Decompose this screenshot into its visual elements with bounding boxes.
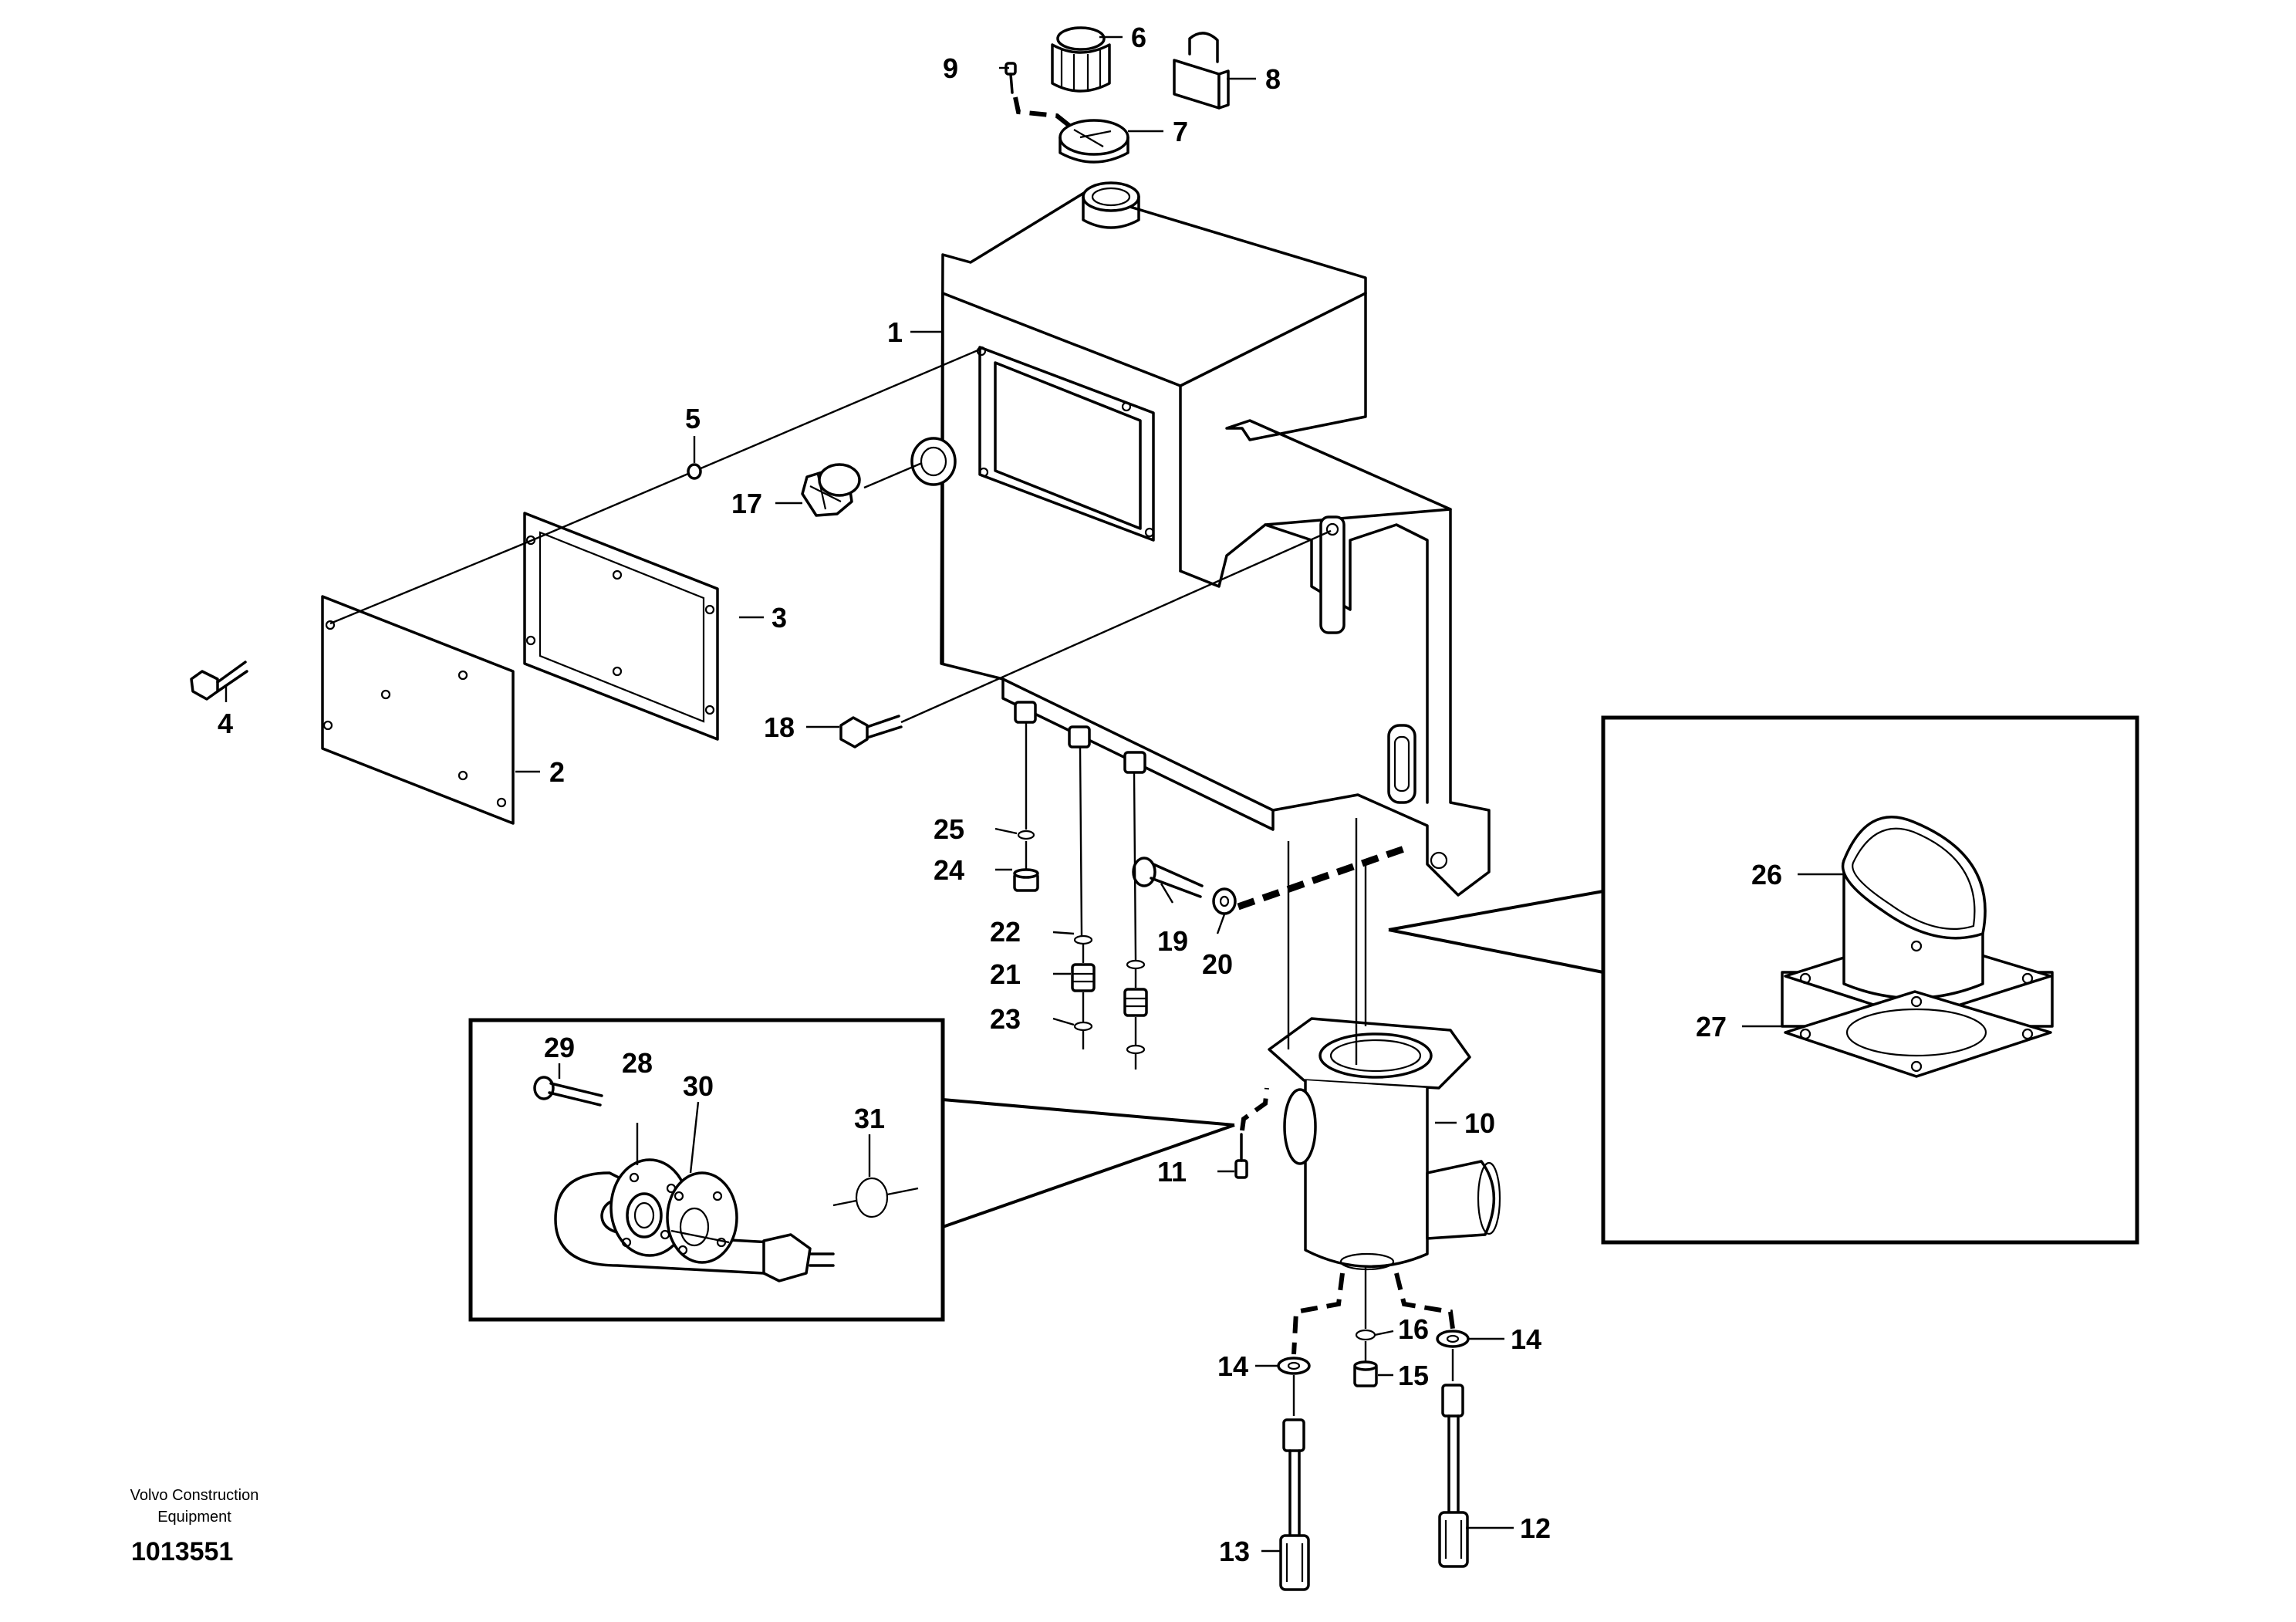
tank-body [910, 181, 1491, 897]
o-ring-22 [1073, 934, 1093, 945]
bolt-4 [190, 661, 248, 701]
footer-company-line1: Volvo Construction [130, 1487, 259, 1504]
housing-10 [1268, 1017, 1501, 1271]
callout-7: 7 [1173, 116, 1188, 147]
callout-leaders [225, 35, 1844, 1553]
callout-4: 4 [218, 708, 233, 739]
callout-27: 27 [1696, 1011, 1727, 1042]
callout-1: 1 [887, 316, 903, 348]
plug-17 [801, 463, 861, 517]
plug-15 [1353, 1360, 1378, 1387]
callout-24: 24 [934, 854, 964, 886]
callout-25: 25 [934, 813, 964, 845]
callout-13: 13 [1219, 1536, 1250, 1567]
filler-cap [1051, 26, 1111, 93]
o-ring-23 [1073, 1021, 1093, 1032]
sensor-12 [1438, 1349, 1469, 1568]
bolt-19 [1132, 857, 1204, 898]
callout-numbers: 1 2 3 4 5 6 7 8 9 10 11 12 13 14 14 15 1… [218, 22, 1782, 1567]
callout-15: 15 [1398, 1360, 1429, 1391]
callout-22: 22 [990, 916, 1021, 948]
screw-11 [1234, 1133, 1248, 1179]
callout-10: 10 [1464, 1107, 1495, 1139]
seal-16 [1355, 1329, 1376, 1341]
callout-9: 9 [943, 52, 958, 84]
callout-5: 5 [685, 403, 701, 434]
callout-11: 11 [1157, 1156, 1187, 1188]
callout-17: 17 [731, 488, 762, 519]
o-ring-31 [855, 1177, 889, 1218]
plug-24 [1013, 868, 1039, 892]
callout-8: 8 [1265, 63, 1281, 95]
sensor-13 [1279, 1375, 1310, 1591]
callout-19: 19 [1157, 925, 1188, 957]
bolt-18 [839, 715, 903, 748]
callout-6: 6 [1131, 22, 1146, 53]
detail-frame-left [468, 1018, 945, 1322]
washer [687, 463, 702, 480]
padlock [1173, 32, 1230, 110]
callout-21: 21 [990, 958, 1021, 990]
callout-30: 30 [683, 1070, 714, 1102]
bolt-29 [533, 1076, 603, 1107]
callout-2: 2 [549, 756, 565, 788]
o-ring-25 [1017, 830, 1035, 840]
callout-12: 12 [1520, 1512, 1551, 1544]
washer-20 [1212, 887, 1237, 915]
callout-29: 29 [544, 1032, 575, 1063]
callout-26: 26 [1751, 859, 1782, 890]
callout-28: 28 [622, 1047, 653, 1079]
footer: Volvo Construction Equipment 1013551 [130, 1487, 259, 1566]
gasket-30 [666, 1171, 738, 1264]
nipple-21b [1123, 988, 1148, 1017]
callout-14-right: 14 [1511, 1323, 1541, 1355]
cover-plate [321, 595, 515, 825]
callout-14-left: 14 [1217, 1350, 1248, 1382]
nipple-21 [1071, 963, 1096, 992]
washer-14-left [1277, 1357, 1311, 1375]
callout-31: 31 [854, 1103, 885, 1134]
gasket [523, 512, 719, 741]
callout-3: 3 [772, 602, 787, 634]
callout-18: 18 [764, 711, 795, 743]
callout-23: 23 [990, 1003, 1021, 1035]
callout-20: 20 [1202, 948, 1233, 980]
gasket-27 [1784, 990, 2052, 1078]
callout-16: 16 [1398, 1313, 1429, 1345]
cap-insert [1059, 119, 1129, 164]
washer-14-right [1436, 1330, 1470, 1348]
footer-company-line2: Equipment [157, 1509, 231, 1526]
detail-frame-right [1601, 715, 2139, 1245]
drawing-number: 1013551 [131, 1537, 233, 1566]
